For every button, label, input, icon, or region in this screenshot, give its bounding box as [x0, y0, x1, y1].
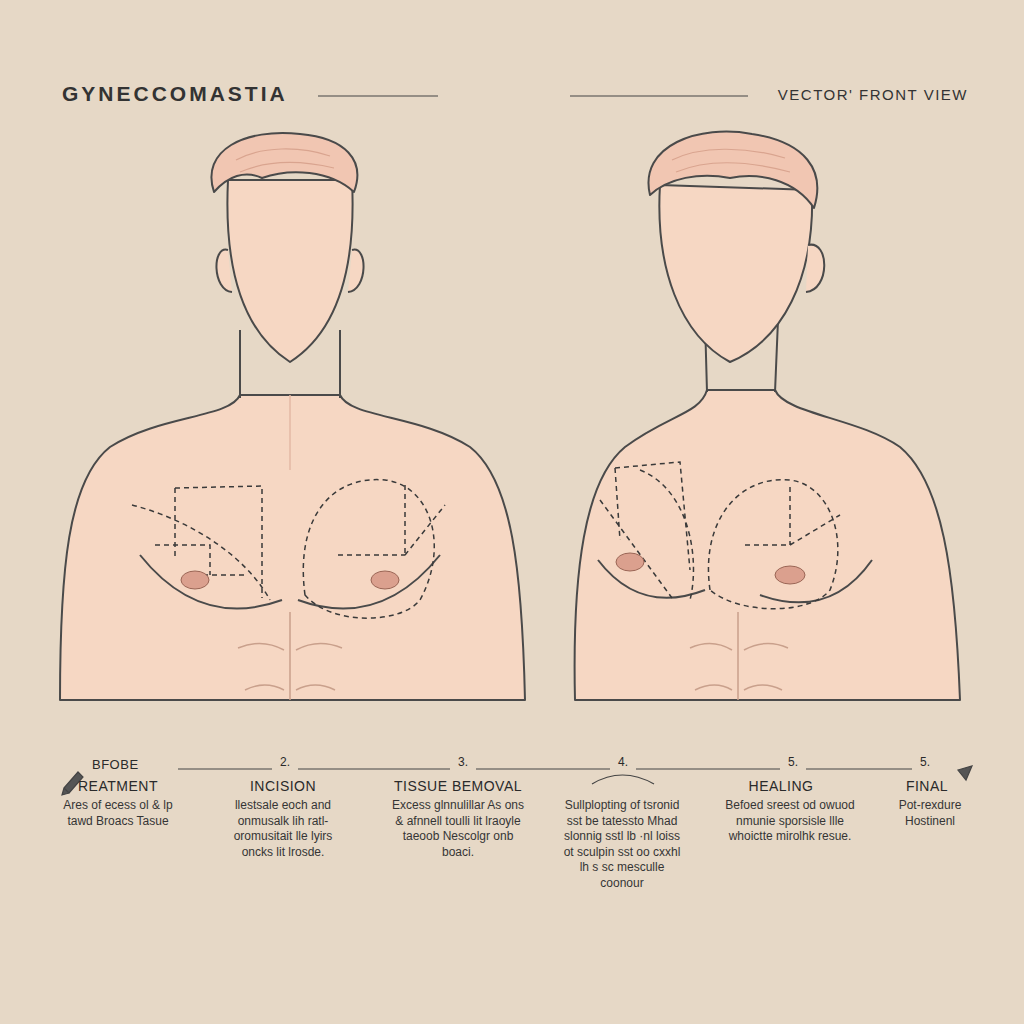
header-rule	[570, 95, 748, 96]
incision-marks-right	[600, 462, 840, 609]
hair-strands	[672, 149, 790, 172]
nipple	[371, 571, 399, 589]
dashed-outline	[303, 480, 434, 619]
torso-after	[575, 132, 960, 700]
step-description: Sullplopting of tsronid sst be tatessto …	[561, 798, 683, 892]
dashed-outline	[708, 480, 837, 609]
neck-shade	[289, 395, 291, 470]
step-number: 3.	[458, 756, 468, 770]
hair	[211, 133, 357, 192]
timeline-segment	[476, 768, 610, 769]
step-description: Excess glnnulillar As ons & afnnell toul…	[388, 798, 528, 860]
timeline-segment	[298, 768, 450, 769]
timeline-segment	[806, 768, 912, 769]
timeline-segment	[178, 768, 272, 769]
arrow-icon	[958, 766, 972, 780]
nipple	[616, 553, 644, 571]
step-number: 5.	[920, 756, 930, 770]
step-description: Ares of ecess ol & lp tawd Broacs Tasue	[58, 798, 178, 829]
chest-contour	[140, 555, 440, 609]
timeline	[62, 766, 972, 795]
diagram-title: GYNECCOMASTIA	[62, 82, 288, 106]
body-outline	[60, 395, 525, 700]
ear	[806, 245, 824, 292]
nipple	[775, 566, 805, 584]
head	[227, 180, 352, 362]
torso-before	[60, 133, 525, 700]
step-number: 2.	[280, 756, 290, 770]
step-heading: HEALING	[749, 778, 814, 794]
step-heading: FINAL	[906, 778, 948, 794]
abdominal-lines	[238, 612, 342, 700]
dashed-outline	[745, 487, 840, 545]
timeline-segment	[636, 768, 780, 769]
step-number: 5.	[788, 756, 798, 770]
dashed-outline	[132, 486, 270, 600]
dashed-outline	[600, 462, 693, 600]
header-rule	[318, 95, 438, 96]
step-heading: TISSUE BEMOVAL	[394, 778, 522, 794]
step-description: llestsale eoch and onmusalk lih ratl- or…	[219, 798, 347, 860]
step-heading: BFOBE	[92, 758, 139, 773]
dashed-outline	[338, 485, 445, 555]
step-number: 4.	[618, 756, 628, 770]
view-caption: VECTOR' FRONT VIEW	[778, 86, 968, 103]
incision-marks-left	[132, 480, 445, 619]
step-description: Befoed sreest od owuod nmunie sporsisle …	[721, 798, 859, 845]
head	[659, 185, 812, 362]
body-outline	[575, 390, 960, 700]
step-heading: INCISION	[250, 778, 316, 794]
dashed-outline	[155, 545, 248, 575]
nipple	[181, 571, 209, 589]
step-description: Pot-rexdure Hostinenl	[878, 798, 982, 829]
ears	[216, 250, 363, 292]
hair	[648, 132, 817, 208]
timeline-arc	[592, 775, 654, 784]
abdominal-lines	[690, 612, 788, 700]
step-heading: REATMENT	[78, 778, 158, 794]
hair-strands	[236, 149, 334, 172]
